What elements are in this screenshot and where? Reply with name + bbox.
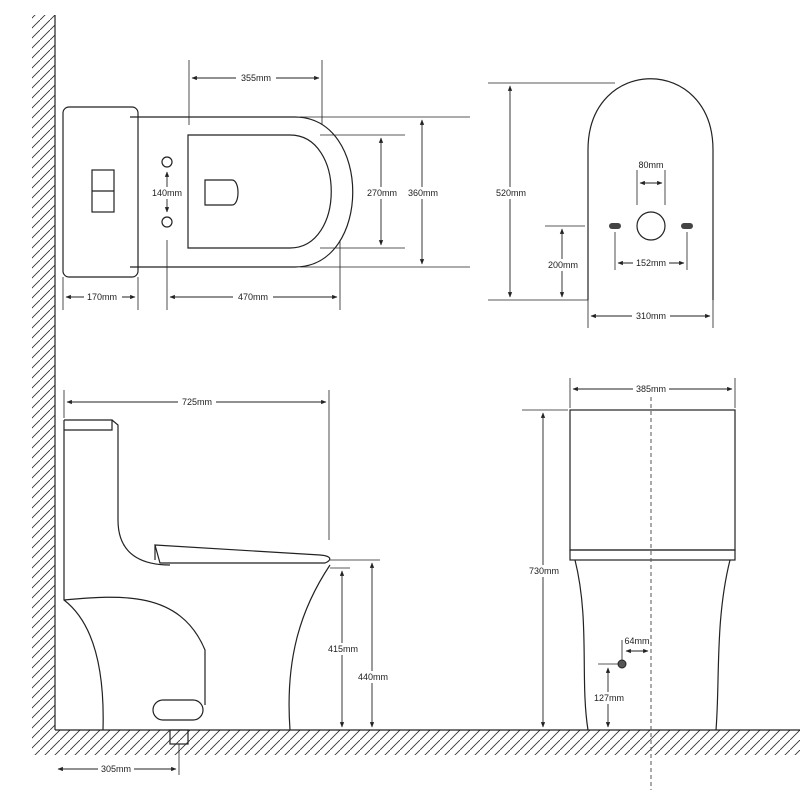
bowl-outline — [130, 116, 354, 268]
pedestal-right — [715, 559, 731, 731]
dim-200: 200mm — [548, 260, 578, 270]
dim-64: 64mm — [624, 636, 649, 646]
side-view: 725mm 415mm 440mm 305mm — [57, 390, 391, 775]
floor — [32, 729, 800, 755]
dim-360: 360mm — [408, 188, 438, 198]
bolt-hole — [161, 216, 173, 228]
dim-140: 140mm — [152, 188, 182, 198]
dim-305: 305mm — [101, 764, 131, 774]
tank-outline — [62, 106, 139, 278]
dim-310: 310mm — [636, 311, 666, 321]
dim-80: 80mm — [638, 160, 663, 170]
bowl-front — [288, 564, 331, 731]
dim-725: 725mm — [182, 397, 212, 407]
dim-170: 170mm — [87, 292, 117, 302]
back-view: 520mm 80mm 200mm 152mm 310mm — [488, 78, 714, 328]
bolt-hole — [161, 156, 173, 168]
dim-270: 270mm — [367, 188, 397, 198]
seat-lid — [154, 544, 331, 564]
bolt-slot — [681, 223, 693, 229]
pedestal-left — [574, 559, 589, 731]
supply-valve — [617, 659, 627, 669]
seat-edge — [569, 549, 736, 561]
tank-back — [63, 420, 104, 731]
outlet-circle — [636, 211, 666, 241]
dim-520: 520mm — [496, 188, 526, 198]
dim-152: 152mm — [636, 258, 666, 268]
dim-440: 440mm — [358, 672, 388, 682]
back-outline — [587, 78, 714, 300]
bolt-slot — [609, 223, 621, 229]
dim-355: 355mm — [241, 73, 271, 83]
dim-415: 415mm — [328, 644, 358, 654]
front-view: 385mm 730mm 64mm 127mm — [522, 378, 736, 790]
seat-opening — [187, 134, 332, 249]
dim-730: 730mm — [529, 566, 559, 576]
tank-front — [569, 409, 736, 551]
dim-385: 385mm — [636, 384, 666, 394]
dim-470: 470mm — [238, 292, 268, 302]
dim-127: 127mm — [594, 693, 624, 703]
top-view: 355mm 140mm 270mm 360mm 170mm 470mm — [62, 60, 470, 310]
drain-slot — [204, 179, 239, 206]
wall — [32, 15, 56, 730]
trapway-cover — [152, 699, 204, 721]
